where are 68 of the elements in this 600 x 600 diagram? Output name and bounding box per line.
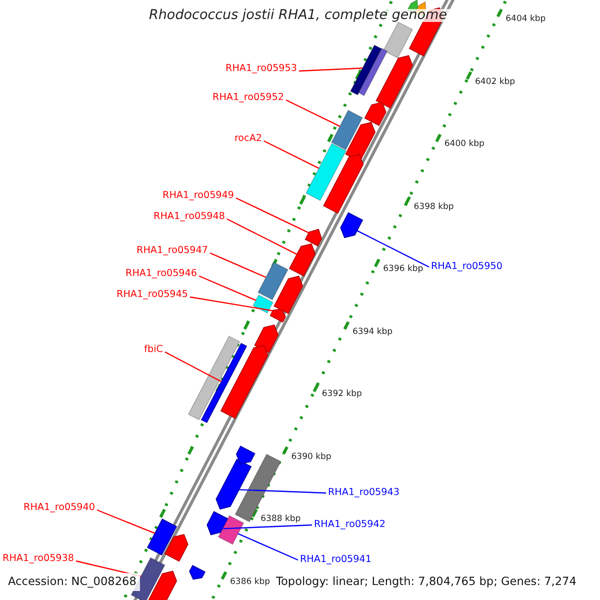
gene-feature [304,228,322,246]
gene-feature [340,212,364,238]
leader-line [356,230,430,268]
leader-line [236,197,310,234]
gene-feature [274,276,304,314]
gene-feature [189,564,206,580]
leader-line [164,351,222,382]
gene-bar [350,44,382,96]
gene-label: RHA1_ro05942 [314,518,386,531]
tick-label: 6386 kbp [230,576,270,588]
leader-line [238,533,298,561]
gene-bar [234,454,282,522]
gene-feature [323,154,364,214]
tick-label: 6390 kbp [291,450,332,464]
gene-feature [236,446,256,465]
gene-feature [270,308,286,323]
gene-feature [364,102,386,126]
gene-bar [305,142,347,202]
gene-label: RHA1_ro05952 [212,91,284,104]
leader-line [190,296,273,312]
gene-label: fbiC [144,343,163,356]
gene-label: RHA1_ro05946 [126,267,197,280]
gene-bar [200,342,248,424]
tick-label: 6394 kbp [352,326,393,338]
tick-label: 6388 kbp [260,513,301,526]
leader-line [223,524,312,530]
gene-label: rocA2 [234,132,262,145]
leader-line [96,509,156,534]
gene-bar [146,518,178,556]
gene-feature [254,324,279,354]
gene-label: RHA1_ro05940 [24,501,95,514]
gene-label: RHA1_ro05938 [2,552,74,565]
gene-label: RHA1_ro05947 [136,244,208,257]
tick-label: 6396 kbp [383,263,424,276]
gene-feature [206,511,229,536]
tick-label: 6402 kbp [475,76,516,88]
tick-label: 6404 kbp [506,13,546,26]
gene-label: RHA1_ro05941 [300,553,372,566]
gene-bar [218,515,244,545]
leader-line [226,218,298,255]
tick-label: 6398 kbp [414,200,454,214]
gene-label: RHA1_ro05943 [328,486,400,499]
gene-bar [188,336,240,420]
leader-line [264,140,320,169]
gene-feature [148,570,178,600]
gene-feature [288,243,316,276]
leader-line [210,252,266,278]
gene-feature [216,458,252,510]
tick-label: 6392 kbp [322,388,362,401]
gene-feature [164,534,188,562]
gene-label: RHA1_ro05948 [154,210,225,223]
leader-line [198,275,256,301]
gene-bar [252,294,274,314]
leader-line [286,99,340,127]
gene-label: RHA1_ro05950 [431,260,502,273]
gene-label: RHA1_ro05945 [116,288,188,301]
gene-bar [382,22,414,58]
gene-bar [331,110,363,150]
gene-bar [258,262,288,300]
gene-label: RHA1_ro05949 [162,189,234,202]
gene-feature [220,344,268,419]
leader-line [298,68,362,72]
title: Rhodococcus jostii RHA1, complete genome [146,9,450,22]
gene-bar [358,48,388,96]
tick-label: 6400 kbp [444,138,484,151]
leader-line [239,489,326,494]
gene-label: RHA1_ro05953 [226,62,297,75]
gene-feature [376,55,413,109]
